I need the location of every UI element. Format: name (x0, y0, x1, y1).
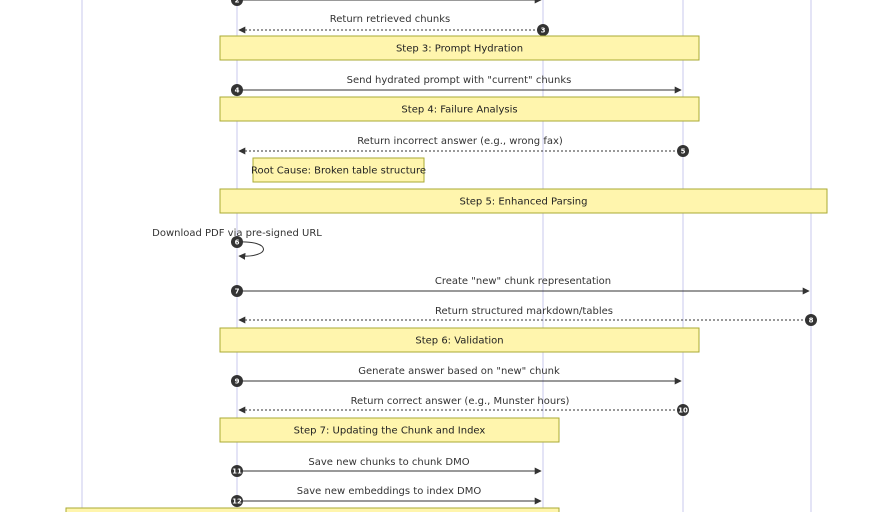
note-bottom-cropped (65, 507, 560, 512)
message-11-badge (231, 465, 243, 477)
message-10-label: Return correct answer (e.g., Munster hou… (351, 396, 570, 407)
message-4: Send hydrated prompt with "current" chun… (231, 75, 682, 96)
message-3-label: Return retrieved chunks (330, 14, 450, 25)
message-3-badge (537, 24, 549, 36)
message-10: Return correct answer (e.g., Munster hou… (238, 396, 689, 416)
note-step-7-text: Step 7: Updating the Chunk and Index (294, 426, 486, 437)
message-7-number: 7 (235, 288, 240, 296)
message-6-badge (231, 236, 243, 248)
message-2-badge (231, 0, 243, 6)
message-12-label: Save new embeddings to index DMO (297, 486, 482, 497)
message-9-badge (231, 375, 243, 387)
message-8-badge (805, 314, 817, 326)
message-5-number: 5 (681, 148, 686, 156)
message-3: Return retrieved chunks 3 (238, 14, 549, 36)
message-8-label: Return structured markdown/tables (435, 306, 613, 317)
note-step-3-text: Step 3: Prompt Hydration (396, 44, 523, 55)
message-11: Save new chunks to chunk DMO 11 (231, 457, 542, 477)
note-step-4: Step 4: Failure Analysis (219, 96, 700, 122)
message-8: Return structured markdown/tables 8 (238, 306, 817, 326)
message-5-label: Return incorrect answer (e.g., wrong fax… (357, 136, 563, 147)
note-step-5: Step 5: Enhanced Parsing (219, 188, 828, 214)
message-5: Return incorrect answer (e.g., wrong fax… (238, 136, 689, 157)
note-step-3: Step 3: Prompt Hydration (219, 35, 700, 61)
note-step-6: Step 6: Validation (219, 327, 700, 353)
message-3-number: 3 (541, 27, 546, 35)
note-step-5-text: Step 5: Enhanced Parsing (460, 197, 588, 208)
message-2: 2 (231, 0, 542, 6)
message-9-label: Generate answer based on "new" chunk (358, 366, 560, 377)
note-root-cause: Root Cause: Broken table structure (251, 157, 426, 183)
message-6-loop-arrow (236, 241, 264, 260)
message-6-label: Download PDF via pre-signed URL (152, 228, 322, 239)
message-9: Generate answer based on "new" chunk 9 (231, 366, 682, 387)
note-root-cause-text: Root Cause: Broken table structure (251, 166, 426, 177)
message-11-number: 11 (232, 468, 242, 476)
note-step-6-text: Step 6: Validation (415, 336, 503, 347)
message-2-number: 2 (235, 0, 240, 5)
message-6-number: 6 (235, 239, 240, 247)
note-step-7: Step 7: Updating the Chunk and Index (219, 417, 560, 443)
message-12-badge (231, 495, 243, 507)
message-7-badge (231, 285, 243, 297)
message-10-badge (677, 404, 689, 416)
message-5-badge (677, 145, 689, 157)
message-12: Save new embeddings to index DMO 12 (231, 486, 542, 507)
message-7-label: Create "new" chunk representation (435, 276, 611, 287)
message-8-number: 8 (809, 317, 814, 325)
message-9-number: 9 (235, 378, 240, 386)
message-11-label: Save new chunks to chunk DMO (308, 457, 469, 468)
note-step-4-text: Step 4: Failure Analysis (401, 105, 517, 116)
message-4-badge (231, 84, 243, 96)
message-6: Download PDF via pre-signed URL 6 (152, 228, 322, 260)
message-4-number: 4 (235, 87, 240, 95)
message-10-number: 10 (678, 407, 688, 415)
message-7: Create "new" chunk representation 7 (231, 276, 810, 297)
message-4-label: Send hydrated prompt with "current" chun… (347, 75, 572, 86)
message-12-number: 12 (232, 498, 242, 506)
